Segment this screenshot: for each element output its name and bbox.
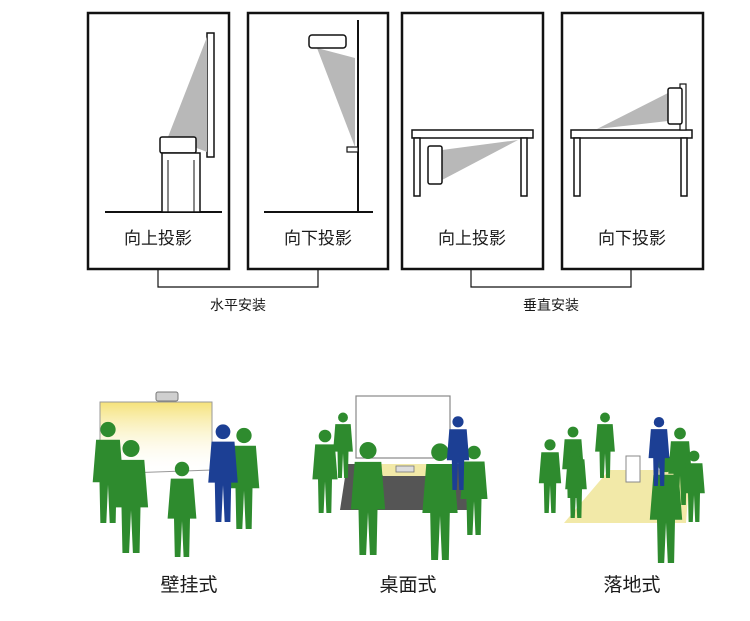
screen <box>206 32 215 158</box>
table-leg <box>520 137 528 197</box>
panel-label: 向下投影 <box>284 229 352 249</box>
group-bracket <box>157 270 319 288</box>
panel-label: 向上投影 <box>438 229 506 249</box>
projection-beam <box>597 93 668 129</box>
table-top <box>411 129 534 139</box>
scene-desktop: 桌面式 <box>312 395 488 596</box>
panel-frame <box>560 11 705 271</box>
panel-vertical-up: 向上投影 <box>400 11 545 271</box>
projector-icon <box>395 465 415 473</box>
group-label: 水平安装 <box>210 298 266 314</box>
table-leg <box>573 137 581 197</box>
scene-label: 落地式 <box>603 574 660 596</box>
panel-frame <box>246 11 390 271</box>
projector-icon <box>427 145 443 185</box>
panel-vertical-down: 向下投影 <box>560 11 705 271</box>
table-leg <box>680 137 688 197</box>
panel-label: 向下投影 <box>598 229 666 249</box>
projector-icon <box>159 136 197 154</box>
scene-wall-mounted: 壁挂式 <box>92 391 260 596</box>
scene-floor: 落地式 <box>538 412 705 596</box>
projector-icon <box>625 455 641 483</box>
scene-label: 桌面式 <box>379 574 436 596</box>
panel-horizontal-down: 向下投影 <box>246 11 390 271</box>
bracket <box>346 146 359 153</box>
projection-beam <box>168 37 207 152</box>
panel-frame <box>400 11 545 271</box>
projector-icon <box>308 34 347 49</box>
projection-beam <box>442 140 518 180</box>
table-top <box>570 129 693 139</box>
presenter <box>208 424 238 522</box>
panel-horizontal-up: 向上投影 <box>86 11 231 271</box>
projection-beam <box>317 48 355 147</box>
scene-label: 壁挂式 <box>160 574 217 596</box>
table-leg <box>413 137 421 197</box>
group-label: 垂直安装 <box>523 297 579 314</box>
projector-icon <box>155 391 179 402</box>
panel-label: 向上投影 <box>124 229 192 249</box>
projector-icon <box>667 87 683 125</box>
group-bracket <box>470 270 632 288</box>
